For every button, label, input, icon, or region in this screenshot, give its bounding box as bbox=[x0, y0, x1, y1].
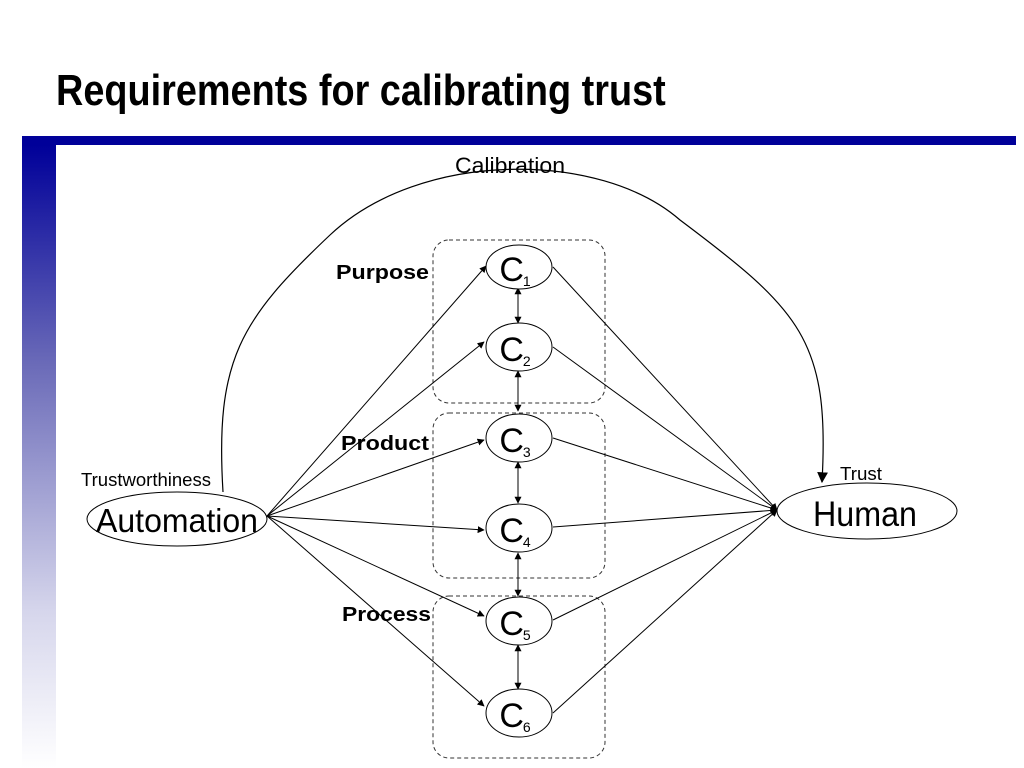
trust-label: Trust bbox=[840, 464, 882, 484]
edge-c6-human bbox=[552, 509, 778, 714]
svg-text:C1: C1 bbox=[499, 251, 531, 289]
group-box-purpose bbox=[432, 239, 606, 404]
channel-node-c5: C5 bbox=[485, 596, 553, 646]
channel-node-c4: C4 bbox=[485, 503, 553, 553]
group-label-process: Process bbox=[342, 604, 431, 626]
group-label-product: Product bbox=[341, 433, 429, 455]
slide-title: Requirements for calibrating trust bbox=[56, 66, 666, 115]
svg-text:C2: C2 bbox=[499, 331, 531, 369]
calibration-label: Calibration bbox=[455, 153, 565, 178]
title-underline-bar bbox=[22, 136, 1016, 145]
edge-c5-human bbox=[552, 509, 778, 621]
channel-node-c3: C3 bbox=[485, 413, 553, 463]
channel-node-c2: C2 bbox=[485, 322, 553, 372]
svg-text:C6: C6 bbox=[499, 697, 531, 735]
group-label-purpose: Purpose bbox=[336, 262, 429, 284]
edge-automation-c1 bbox=[266, 265, 487, 517]
svg-text:C3: C3 bbox=[499, 422, 531, 460]
edge-automation-c4 bbox=[266, 515, 485, 534]
automation-label: Automation bbox=[96, 502, 258, 539]
edge-c1-human bbox=[552, 266, 778, 511]
edge-c2-human bbox=[552, 346, 778, 511]
edge-automation-c5 bbox=[266, 515, 485, 617]
automation-node: Automation bbox=[86, 491, 268, 547]
edge-automation-c2 bbox=[266, 341, 485, 517]
channel-node-c1: C1 bbox=[485, 244, 553, 290]
edge-automation-c6 bbox=[266, 515, 485, 707]
trustworthiness-label: Trustworthiness bbox=[81, 470, 211, 490]
svg-text:C4: C4 bbox=[499, 512, 531, 550]
calibration-arc bbox=[220, 168, 828, 493]
human-label: Human bbox=[813, 495, 917, 534]
edge-c3-human bbox=[552, 437, 778, 512]
edge-c4-human bbox=[552, 506, 778, 528]
svg-text:C5: C5 bbox=[499, 605, 531, 643]
channel-node-c6: C6 bbox=[485, 688, 553, 738]
human-node: Human bbox=[776, 482, 958, 540]
side-gradient-bar bbox=[22, 145, 56, 768]
edge-automation-c3 bbox=[266, 438, 485, 517]
